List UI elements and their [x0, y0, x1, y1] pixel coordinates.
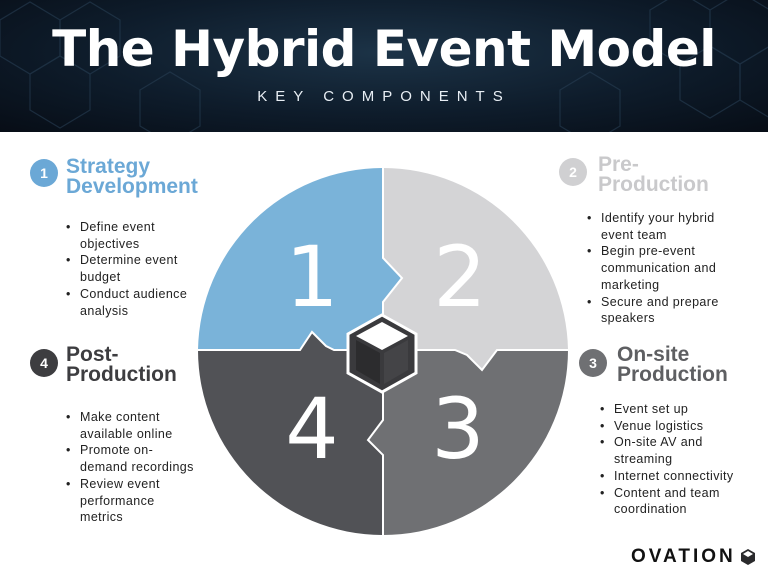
quadrant-dividers [198, 168, 568, 535]
section-1-list: Define event objectives Determine event … [64, 219, 204, 319]
section-4-title: Post- Production [66, 343, 177, 386]
list-item: Promote on-demand recordings [64, 442, 194, 475]
quadrant-number-3: 3 [431, 380, 484, 478]
section-3-title: On-site Production [617, 343, 728, 386]
section-3-title-line2: Production [617, 363, 728, 386]
list-item: Determine event budget [64, 252, 204, 285]
quadrant-number-4: 4 [285, 380, 338, 478]
section-1-title-line1: Strategy [66, 155, 151, 178]
quadrant-3 [368, 350, 568, 535]
list-item: Conduct audience analysis [64, 286, 204, 319]
center-cube-icon [346, 313, 418, 394]
section-4-title-line1: Post- [66, 343, 119, 366]
list-item: Define event objectives [64, 219, 204, 252]
section-3-badge: 3 [579, 349, 607, 377]
list-item: Secure and prepare speakers [585, 294, 725, 327]
list-item: Review event performance metrics [64, 476, 194, 526]
quadrant-1 [198, 168, 402, 350]
section-4-list: Make content available online Promote on… [64, 409, 194, 526]
section-2-badge: 2 [559, 158, 587, 186]
logo-text: OVATION [631, 546, 736, 567]
quadrant-2 [383, 168, 568, 370]
section-2-title-line2: Production [598, 173, 709, 196]
section-2-title: Pre- Production [598, 153, 709, 196]
section-1-badge: 1 [30, 159, 58, 187]
list-item: Internet connectivity [598, 468, 738, 485]
list-item: Event set up [598, 401, 738, 418]
section-4-title-line2: Production [66, 363, 177, 386]
list-item: Venue logistics [598, 418, 738, 435]
section-4-badge: 4 [30, 349, 58, 377]
section-1-title: Strategy Development [66, 155, 198, 198]
list-item: Begin pre-event communication and market… [585, 243, 725, 293]
hexagon-pattern [0, 0, 768, 132]
page-subtitle: KEY COMPONENTS [257, 88, 511, 105]
section-3-title-line1: On-site [617, 343, 690, 366]
section-3-list: Event set up Venue logistics On-site AV … [598, 401, 738, 518]
ovation-logo: OVATION [631, 546, 756, 568]
section-2-list: Identify your hybrid event team Begin pr… [585, 210, 725, 327]
quadrant-number-1: 1 [285, 228, 338, 326]
quadrant-4 [198, 332, 383, 535]
section-2-title-line1: Pre- [598, 153, 639, 176]
page-title: The Hybrid Event Model [52, 20, 716, 78]
list-item: Content and team coordination [598, 485, 738, 518]
quadrant-number-2: 2 [433, 228, 486, 326]
header-banner: The Hybrid Event Model KEY COMPONENTS [0, 0, 768, 132]
list-item: Make content available online [64, 409, 194, 442]
section-1-title-line2: Development [66, 175, 198, 198]
cube-icon [740, 549, 755, 565]
list-item: Identify your hybrid event team [585, 210, 725, 243]
list-item: On-site AV and streaming [598, 434, 738, 467]
